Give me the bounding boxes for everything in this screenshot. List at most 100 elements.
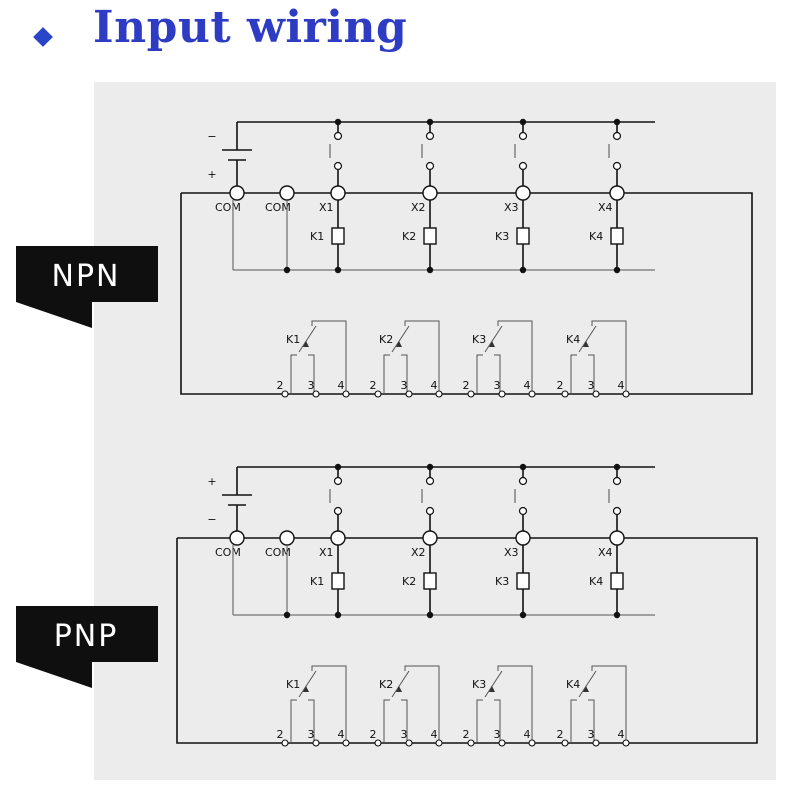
com-terminal [229,530,245,546]
output-pin-terminal [592,390,600,398]
output-pin-label: 3 [588,379,595,392]
bottom-bus-dot [613,611,621,619]
output-pin-terminal [312,739,320,747]
relay-contact-label: K2 [379,678,393,691]
input-terminal [515,185,531,201]
relay-contact-arrow-icon [303,341,309,347]
relay-coil-label: K2 [402,230,416,243]
output-pin-label: 3 [494,379,501,392]
output-pin-terminal [528,390,536,398]
relay-coil [516,227,530,245]
relay-contact-common-leg [311,320,347,394]
output-pin-label: 2 [463,728,470,741]
relay-contact-arrow-icon [396,686,402,692]
relay-coil [610,227,624,245]
com-terminal [279,185,295,201]
relay-contact-blade [484,325,503,353]
input-label: X4 [598,201,613,214]
relay-contact-no-leg [401,699,408,743]
bottom-bus-dot [426,611,434,619]
bottom-bus-dot [334,266,342,274]
output-pin-terminal [435,739,443,747]
relay-contact-common-leg [497,320,533,394]
switch-contact-top [333,476,343,486]
relay-contact-blade [578,670,597,698]
output-pin-label: 4 [338,379,345,392]
output-pin-label: 3 [401,728,408,741]
bottom-bus-dot [334,611,342,619]
section-tag-label: NPN [52,259,121,294]
relay-contact-blade [578,325,597,353]
output-pin-terminal [467,390,475,398]
relay-contact-arrow-icon [303,686,309,692]
output-pin-terminal [281,390,289,398]
output-pin-terminal [622,390,630,398]
relay-contact-nc-leg [570,699,577,743]
relay-contact-no-leg [494,699,501,743]
output-pin-terminal [467,739,475,747]
relay-contact-nc-leg [383,699,390,743]
output-pin-terminal [435,390,443,398]
input-label: X2 [411,201,426,214]
output-pin-terminal [342,390,350,398]
relay-contact-arrow-icon [489,686,495,692]
module-outline [180,192,753,395]
input-label: X2 [411,546,426,559]
output-pin-label: 4 [524,379,531,392]
relay-contact-blade [484,670,503,698]
relay-contact-nc-leg [570,354,577,394]
battery-bottom-sign: + [207,168,216,181]
output-pin-terminal [592,739,600,747]
output-pin-label: 2 [370,379,377,392]
relay-contact-blade [391,670,410,698]
relay-coil-label: K1 [310,230,324,243]
section-tag-shape [16,606,158,688]
relay-contact-no-leg [401,354,408,394]
input-label: X1 [319,201,334,214]
output-pin-label: 2 [277,379,284,392]
output-pin-label: 4 [431,728,438,741]
bottom-bus-dot [426,266,434,274]
input-terminal [330,185,346,201]
output-pin-terminal [405,739,413,747]
relay-contact-no-leg [308,699,315,743]
header: Input wiring [0,0,800,70]
com-label: COM [265,201,291,214]
bottom-bus-dot [613,266,621,274]
relay-contact-label: K3 [472,333,486,346]
com-terminal [279,530,295,546]
relay-contact-nc-leg [476,354,483,394]
relay-contact-no-leg [308,354,315,394]
relay-contact-nc-leg [476,699,483,743]
battery-bottom-sign: − [207,513,216,526]
input-label: X3 [504,201,519,214]
input-label: X1 [319,546,334,559]
battery-top-sign: + [207,475,216,488]
relay-coil [331,572,345,590]
relay-contact-arrow-icon [583,686,589,692]
relay-contact-label: K1 [286,333,300,346]
relay-coil [423,572,437,590]
output-pin-label: 4 [431,379,438,392]
relay-contact-blade [298,325,317,353]
relay-contact-no-leg [588,354,595,394]
relay-coil [610,572,624,590]
output-pin-label: 4 [618,728,625,741]
relay-contact-common-leg [591,320,627,394]
output-pin-label: 3 [401,379,408,392]
switch-contact-top [425,131,435,141]
switch-contact-top [518,131,528,141]
output-pin-terminal [374,390,382,398]
relay-contact-common-leg [404,665,440,743]
output-pin-label: 3 [308,379,315,392]
switch-contact-top [518,476,528,486]
relay-coil-label: K4 [589,230,603,243]
relay-coil-label: K4 [589,575,603,588]
switch-contact-bottom [333,506,343,516]
output-pin-terminal [622,739,630,747]
switch-contact-top [612,476,622,486]
relay-contact-no-leg [588,699,595,743]
input-terminal [422,530,438,546]
relay-contact-common-leg [311,665,347,743]
output-pin-label: 3 [308,728,315,741]
